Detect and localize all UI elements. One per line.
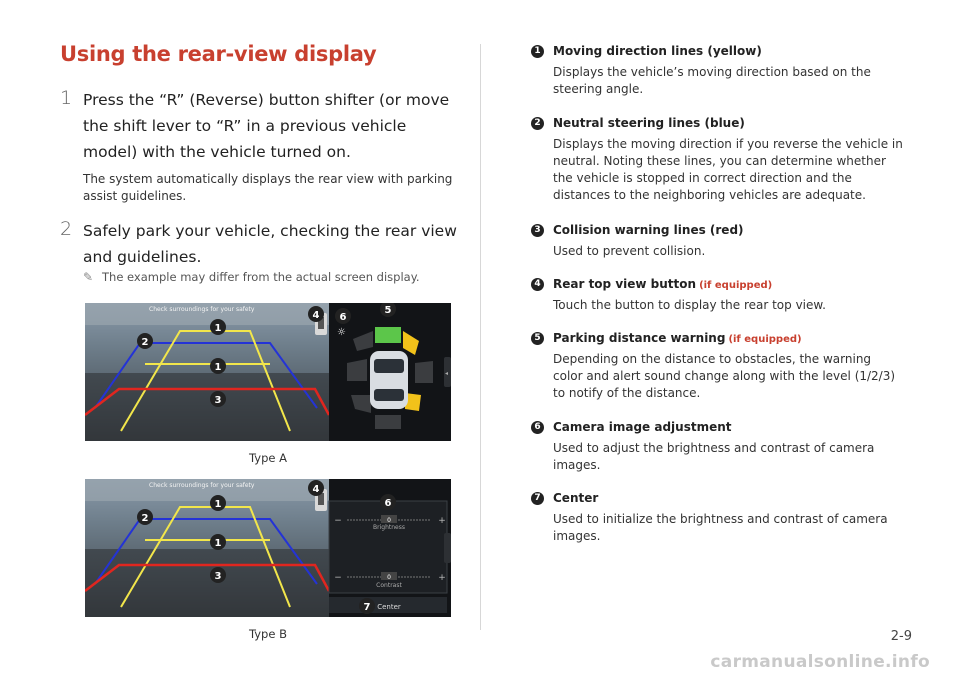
contrast-value: 0 xyxy=(387,574,391,581)
warning-zone-yellow-lower xyxy=(405,393,421,411)
collision-warning-lines xyxy=(85,563,331,592)
badge: 4 xyxy=(531,278,544,291)
item-heading: Moving direction lines (yellow) xyxy=(553,44,762,58)
callout-6: 6 xyxy=(385,498,392,509)
legend-item-6: 6 Camera image adjustment Used to adjust … xyxy=(531,420,903,474)
item-heading: Collision warning lines (red) xyxy=(553,223,744,237)
callout-7: 7 xyxy=(364,602,371,613)
item-heading: Parking distance warning xyxy=(553,331,726,345)
rear-view-screen-type-b: Check surroundings for your safety − + 0… xyxy=(85,479,451,617)
callout-4: 4 xyxy=(313,310,320,321)
step-text: Press the “R” (Reverse) button shifter (… xyxy=(83,91,450,161)
camera-adjust-icon: ☼ xyxy=(337,327,346,338)
note-text: The example may differ from the actual s… xyxy=(102,270,420,284)
warning-zone-yellow-upper xyxy=(403,331,419,355)
item-body: Touch the button to display the rear top… xyxy=(553,298,826,312)
column-divider xyxy=(480,44,481,630)
brightness-label: Brightness xyxy=(373,524,405,531)
badge: 5 xyxy=(531,332,544,345)
item-heading: Center xyxy=(553,491,599,505)
center-button xyxy=(329,597,447,613)
callout-1: 1 xyxy=(215,362,222,373)
brightness-minus-button: − xyxy=(334,516,342,526)
watermark: carmanualsonline.info xyxy=(710,652,930,672)
collision-warning-lines xyxy=(85,387,331,416)
step-text: Safely park your vehicle, checking the r… xyxy=(83,222,457,266)
brightness-plus-button: + xyxy=(438,516,446,526)
item-body: Used to adjust the brightness and contra… xyxy=(553,441,875,472)
callout-1: 1 xyxy=(215,538,222,549)
callout-1: 1 xyxy=(215,499,222,510)
legend-item-7: 7 Center Used to initialize the brightnes… xyxy=(531,491,903,545)
item-body: Used to initialize the brightness and co… xyxy=(553,512,888,543)
badge: 7 xyxy=(531,492,544,505)
callout-3: 3 xyxy=(215,571,222,582)
item-body: Used to prevent collision. xyxy=(553,244,706,258)
callout-3: 3 xyxy=(215,395,222,406)
page-number: 2-9 xyxy=(890,629,912,644)
camera-banner: Check surroundings for your safety xyxy=(149,482,255,489)
contrast-plus-button: + xyxy=(438,573,446,583)
equipped-tag: (if equipped) xyxy=(699,280,773,291)
item-body: Depending on the distance to obstacles, … xyxy=(553,352,896,400)
item-heading: Rear top view button xyxy=(553,277,697,291)
item-heading: Camera image adjustment xyxy=(553,420,732,434)
badge: 6 xyxy=(531,421,544,434)
item-heading: Neutral steering lines (blue) xyxy=(553,116,745,130)
equipped-tag: (if equipped) xyxy=(728,334,802,345)
legend-item-3: 3 Collision warning lines (red) Used to p… xyxy=(531,223,903,260)
item-body: Displays the vehicle’s moving direction … xyxy=(553,65,871,96)
neutral-steering-lines xyxy=(94,342,318,409)
legend-item-2: 2 Neutral steering lines (blue) Displays … xyxy=(531,116,903,204)
callout-2: 2 xyxy=(142,513,149,524)
brightness-value: 0 xyxy=(387,517,391,524)
legend-item-5: 5 Parking distance warning(if equipped) D… xyxy=(531,331,903,402)
page-title: Using the rear-view display xyxy=(60,42,377,66)
step-1: 1 Press the “R” (Reverse) button shifter… xyxy=(60,87,460,205)
caption-type-b: Type B xyxy=(249,627,287,641)
legend-item-4: 4 Rear top view button(if equipped) Touch… xyxy=(531,277,903,314)
neutral-steering-lines xyxy=(94,518,318,585)
svg-text:◂: ◂ xyxy=(445,370,448,377)
rear-view-screen-type-a: Check surroundings for your safety ☼ ◂ 1… xyxy=(85,303,451,441)
step-number: 1 xyxy=(60,87,73,109)
warning-zone-green xyxy=(375,327,401,343)
badge: 3 xyxy=(531,224,544,237)
step-subtext: The system automatically displays the re… xyxy=(83,172,453,203)
callout-2: 2 xyxy=(142,337,149,348)
callout-1: 1 xyxy=(215,323,222,334)
callout-4: 4 xyxy=(313,484,320,495)
contrast-minus-button: − xyxy=(334,573,342,583)
center-button-label: Center xyxy=(377,603,401,611)
callout-5: 5 xyxy=(385,305,392,316)
step-2: 2 Safely park your vehicle, checking the… xyxy=(60,218,460,270)
callout-6: 6 xyxy=(340,312,347,323)
item-body: Displays the moving direction if you rev… xyxy=(553,137,903,202)
note: ✎ The example may differ from the actual … xyxy=(83,270,420,284)
pencil-icon: ✎ xyxy=(83,270,94,284)
badge: 2 xyxy=(531,117,544,130)
contrast-label: Contrast xyxy=(376,582,402,589)
caption-type-a: Type A xyxy=(249,451,287,465)
badge: 1 xyxy=(531,45,544,58)
legend-item-1: 1 Moving direction lines (yellow) Display… xyxy=(531,44,903,98)
step-number: 2 xyxy=(60,218,73,240)
camera-banner: Check surroundings for your safety xyxy=(149,306,255,313)
